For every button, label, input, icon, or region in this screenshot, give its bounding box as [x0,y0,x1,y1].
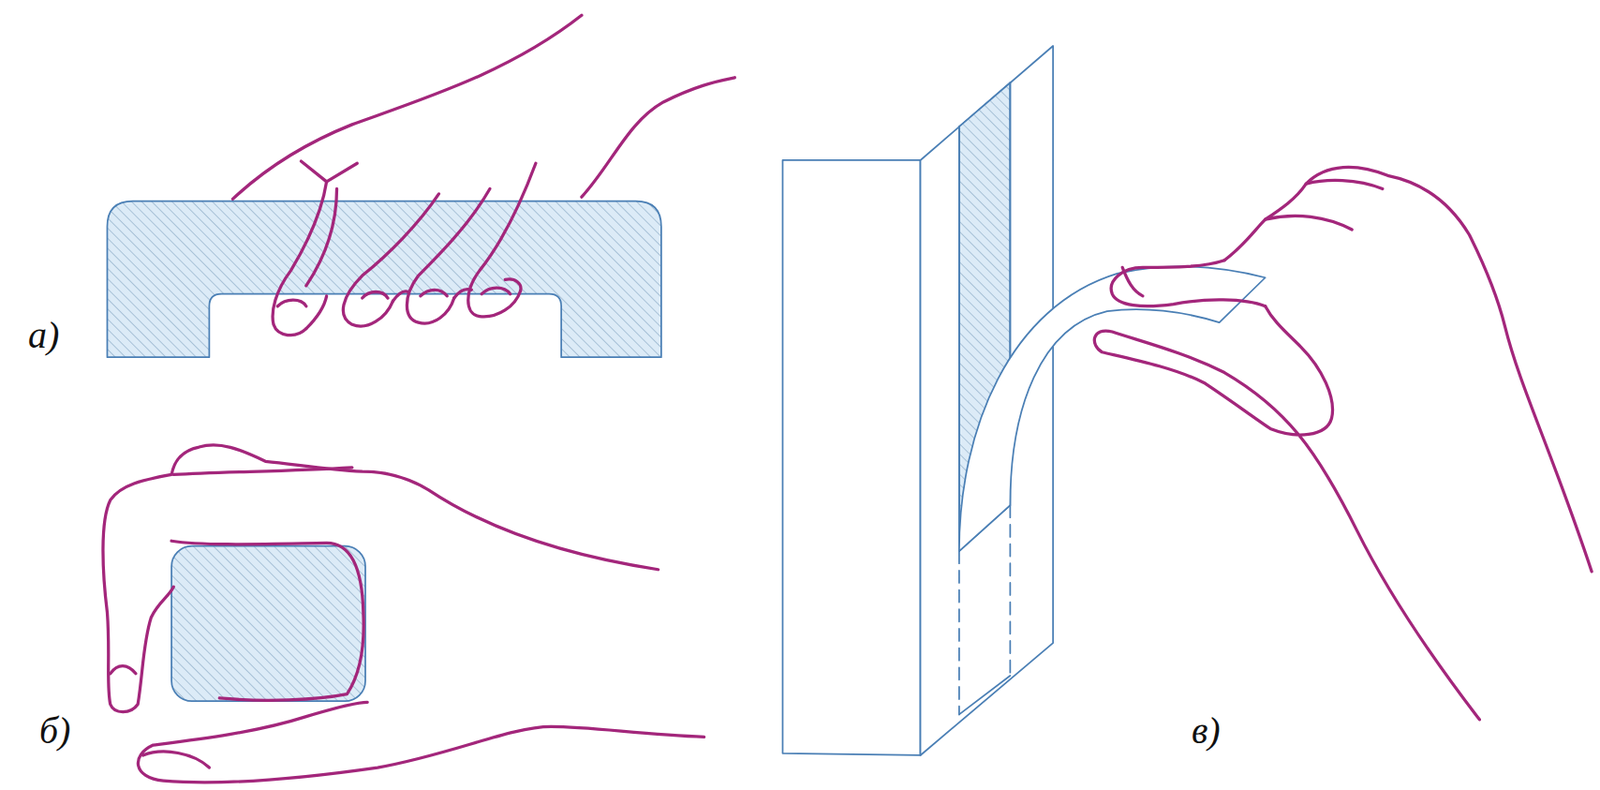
hand-line [1224,166,1592,572]
block-front [782,160,920,756]
hand-line [468,162,536,317]
hand-b [103,444,705,783]
block-side [920,45,1054,756]
handle-section [106,201,661,358]
hand-line [137,701,704,783]
bar-section [171,546,366,702]
figure-label: в) [1191,711,1221,750]
hidden-edge [959,504,1010,714]
hand-line [1111,260,1265,307]
hand-line [306,188,338,285]
peeled-strip [959,266,1266,551]
hand-line [171,540,364,700]
hand-line [103,444,659,712]
figure-label: б) [39,711,71,750]
hand-line [581,77,735,197]
hand-c [1094,166,1592,719]
nail [277,287,510,307]
strip-bottom [959,675,1010,714]
hand-line [1094,306,1480,720]
figure-label: а) [28,316,60,355]
hand-line [300,161,357,182]
hand-line [232,14,581,199]
hand-line [1265,179,1383,230]
hand-line [406,188,489,324]
hand-line [173,467,353,475]
hand-line [110,666,136,674]
block [782,45,1265,756]
hand-line [1122,266,1143,296]
hand-line [143,751,210,768]
hand-a [232,14,735,335]
hand-line [392,279,521,301]
hand-line [342,193,439,326]
hand-line [272,181,327,336]
hand-line [306,296,327,329]
